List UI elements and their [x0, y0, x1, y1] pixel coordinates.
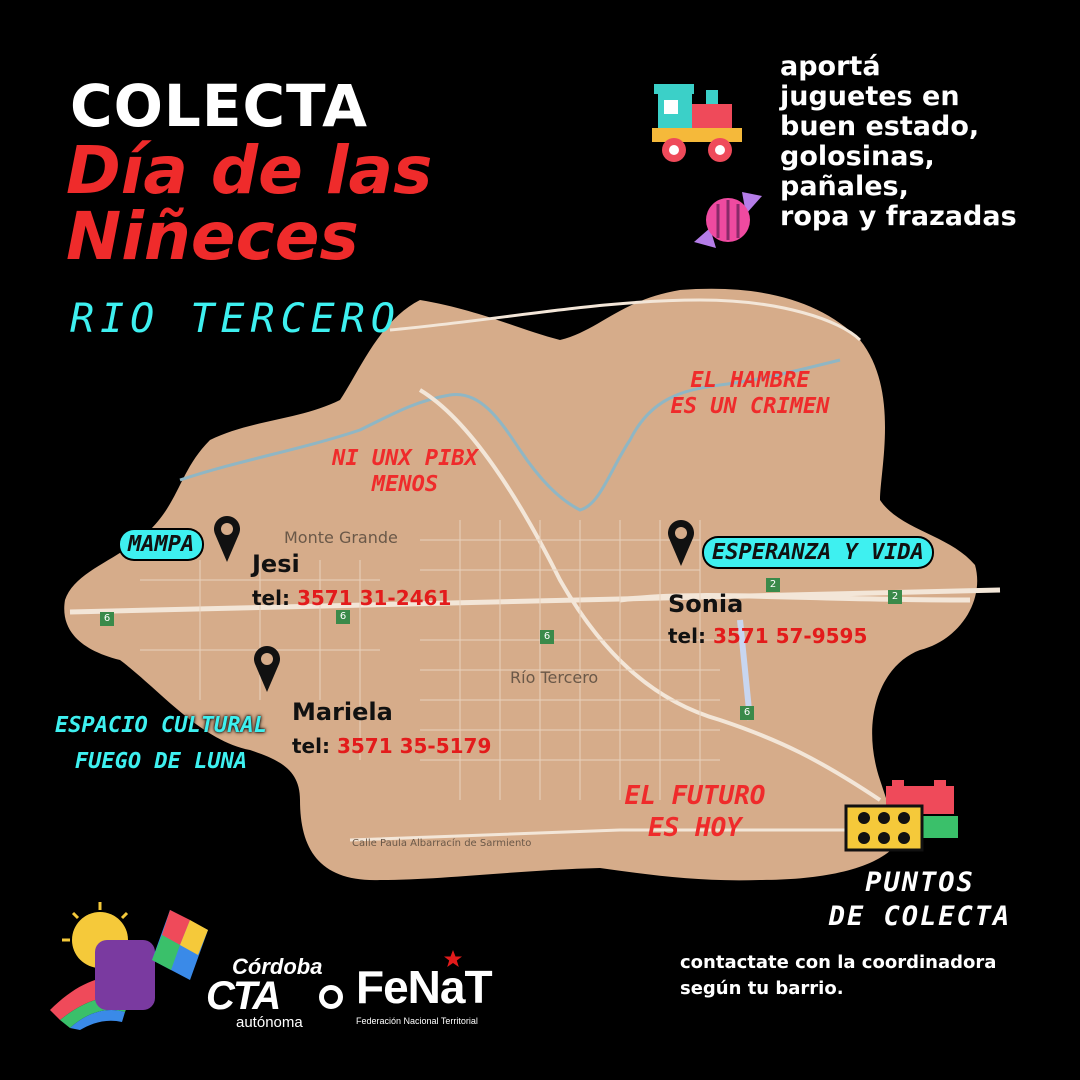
river	[179, 358, 841, 512]
organization-emblem-logo	[50, 902, 208, 1030]
main-diagonal-road	[418, 388, 882, 802]
title-colecta: COLECTA	[70, 72, 368, 140]
road-sign-6: 6	[336, 610, 350, 624]
tel-label: tel:	[292, 734, 330, 758]
route-2-road	[619, 593, 971, 603]
tel-number: 3571 31-2461	[296, 586, 452, 610]
contact-phone-sonia: tel: 3571 57-9595	[668, 624, 867, 648]
puntos-de-colecta: PUNTOS DE COLECTA	[820, 866, 1020, 934]
canal	[737, 619, 753, 721]
cta-logo-cordoba: Córdoba	[232, 954, 323, 979]
puntos-line: DE COLECTA	[828, 901, 1012, 932]
puntos-line: PUNTOS	[865, 867, 975, 898]
donation-item: buen estado,	[780, 111, 980, 142]
contact-line: contactate con la coordinadora	[680, 952, 997, 973]
cta-seal-icon	[319, 985, 343, 1009]
street-grid	[140, 520, 720, 800]
road-sign-6: 6	[740, 706, 754, 720]
contact-phone-jesi: tel: 3571 31-2461	[252, 586, 451, 610]
donation-item: ropa y frazadas	[780, 201, 1017, 232]
donation-item: golosinas,	[780, 141, 935, 172]
donation-item: juguetes en	[780, 81, 960, 112]
slogan-line: EL HAMBRE	[690, 368, 810, 393]
building-blocks-icon	[844, 780, 958, 852]
place-espacio-cultural: ESPACIO CULTURAL FUEGO DE LUNA	[36, 708, 286, 780]
contact-name-mariela: Mariela	[292, 698, 393, 726]
contact-line: según tu barrio.	[680, 978, 844, 999]
route-6-road	[69, 587, 1001, 615]
map-label-rio-tercero: Río Tercero	[510, 668, 599, 687]
donation-item: pañales,	[780, 171, 909, 202]
city-name: RIO TERCERO	[70, 296, 401, 342]
title-dia-de-las-nineces: Día de las Niñeces	[66, 138, 432, 270]
location-pin-icon	[214, 516, 240, 562]
toy-train-icon	[652, 84, 742, 162]
slogan-line: NI UNX PIBX	[332, 446, 478, 471]
south-road	[349, 828, 880, 842]
tel-number: 3571 35-5179	[336, 734, 492, 758]
place-line: ESPACIO CULTURAL	[55, 713, 267, 738]
slogan-hambre: EL HAMBRE ES UN CRIMEN	[660, 368, 840, 420]
tel-label: tel:	[668, 624, 706, 648]
fenat-logo: FeNaT	[356, 961, 493, 1013]
red-star-icon	[444, 950, 462, 967]
contact-name-jesi: Jesi	[252, 550, 300, 578]
slogan-line: ES HOY	[648, 813, 742, 843]
tel-number: 3571 57-9595	[712, 624, 868, 648]
cta-logo-autonoma: autónoma	[236, 1014, 303, 1031]
road-sign-6: 6	[540, 630, 554, 644]
title-line-2: Día de las	[66, 132, 433, 209]
slogan-line: ES UN CRIMEN	[670, 394, 830, 419]
cta-logo-text: CTA	[206, 974, 281, 1018]
map-label-street: Calle Paula Albarracín de Sarmiento	[352, 838, 532, 849]
slogan-line: MENOS	[371, 472, 439, 497]
place-mampa: MAMPA	[120, 530, 203, 559]
slogan-pibx: NI UNX PIBX MENOS	[320, 446, 490, 498]
fenat-logo-subtitle: Federación Nacional Territorial	[356, 1016, 478, 1026]
map-area	[64, 288, 978, 881]
north-road	[389, 298, 862, 342]
contact-note: contactate con la coordinadora según tu …	[680, 950, 996, 1002]
donation-item: aportá	[780, 51, 881, 82]
contact-phone-mariela: tel: 3571 35-5179	[292, 734, 491, 758]
map-label-monte-grande: Monte Grande	[284, 528, 398, 547]
candy-icon	[694, 192, 762, 248]
place-line: FUEGO DE LUNA	[74, 749, 248, 774]
donation-list: aportá juguetes en buen estado, golosina…	[780, 52, 1017, 232]
road-sign-6: 6	[100, 612, 114, 626]
location-pin-icon	[254, 646, 280, 692]
slogan-futuro: EL FUTURO ES HOY	[610, 780, 780, 844]
tel-label: tel:	[252, 586, 290, 610]
place-esperanza-y-vida: ESPERANZA Y VIDA	[704, 538, 932, 567]
road-sign-2: 2	[888, 590, 902, 604]
slogan-line: EL FUTURO	[624, 781, 766, 811]
location-pin-icon	[668, 520, 694, 566]
road-sign-2: 2	[766, 578, 780, 592]
contact-name-sonia: Sonia	[668, 590, 744, 618]
title-line-3: Niñeces	[66, 198, 359, 275]
